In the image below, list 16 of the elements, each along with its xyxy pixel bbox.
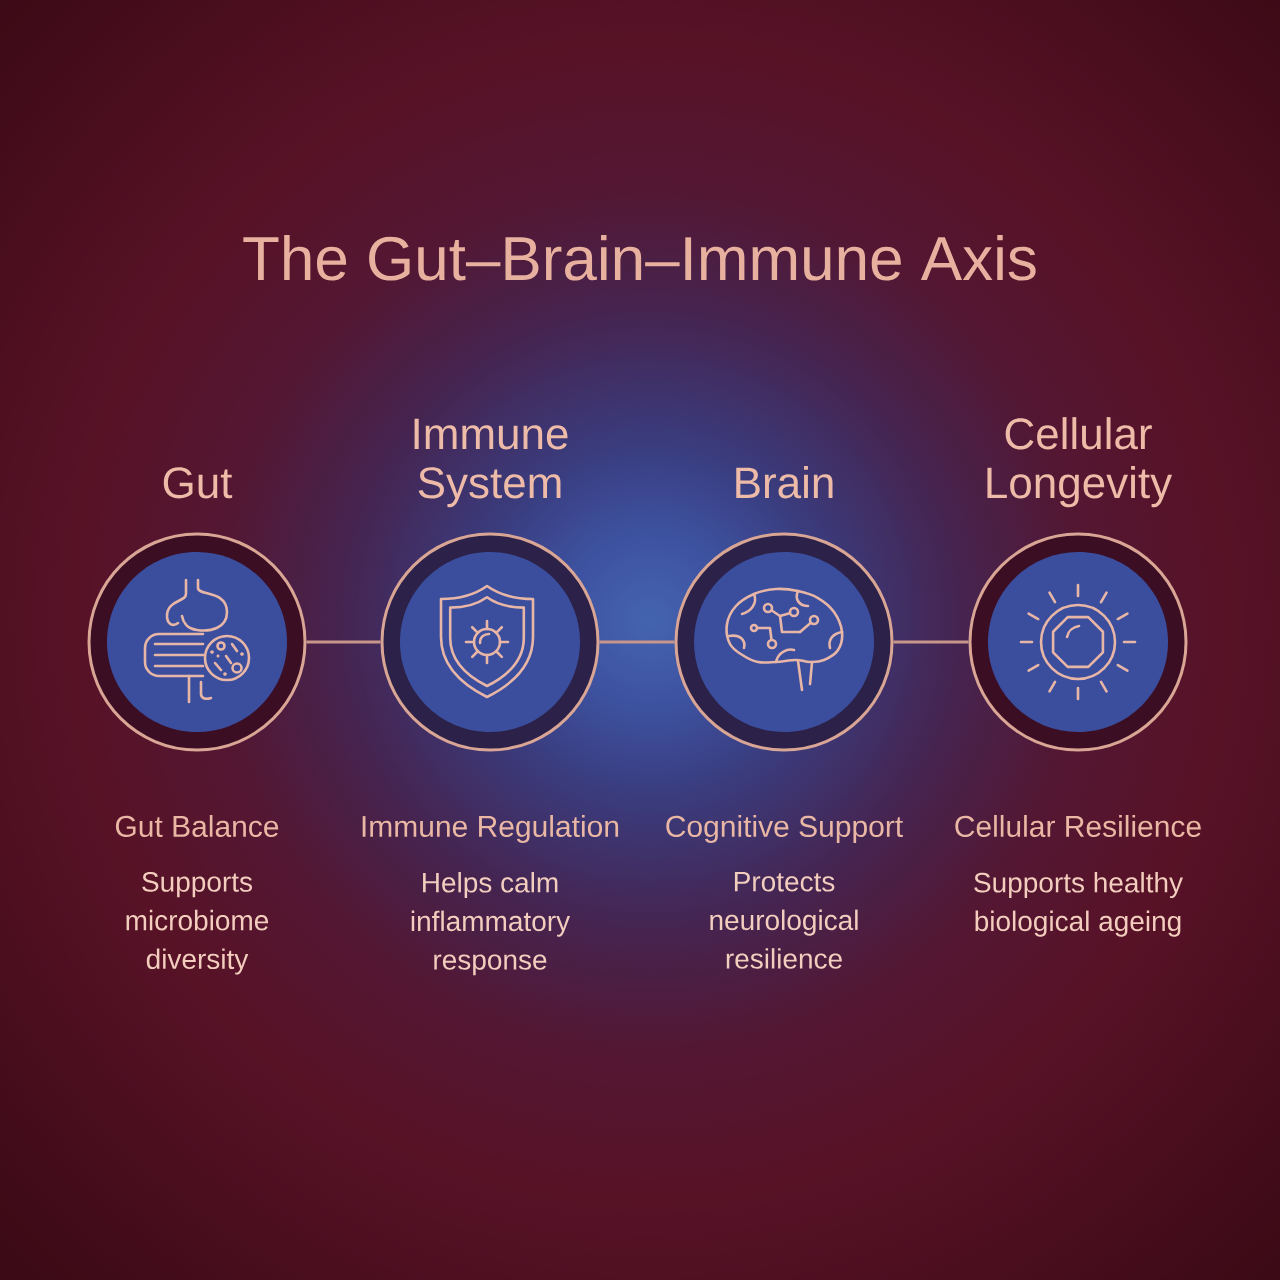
subheading: Cellular Resilience (955, 815, 1201, 838)
heading: Cellular Longevity (987, 417, 1173, 508)
heading: Brain (736, 466, 833, 499)
subheading: Gut Balance (115, 815, 279, 838)
title: The Gut–Brain–Immune Axis (243, 235, 1036, 281)
connector-line (893, 640, 969, 644)
description: Helps calm inflammatory response (411, 872, 571, 976)
description: Protects neurological resilience (710, 872, 858, 969)
description: Supports microbiome diversity (126, 872, 269, 975)
connector-line (599, 640, 675, 644)
connector-line (306, 640, 381, 644)
description: Supports healthy biological ageing (974, 872, 1183, 937)
heading: Immune System (414, 418, 568, 508)
heading: Gut (163, 467, 233, 499)
subheading: Immune Regulation (362, 815, 619, 843)
subheading: Cognitive Support (666, 815, 903, 843)
